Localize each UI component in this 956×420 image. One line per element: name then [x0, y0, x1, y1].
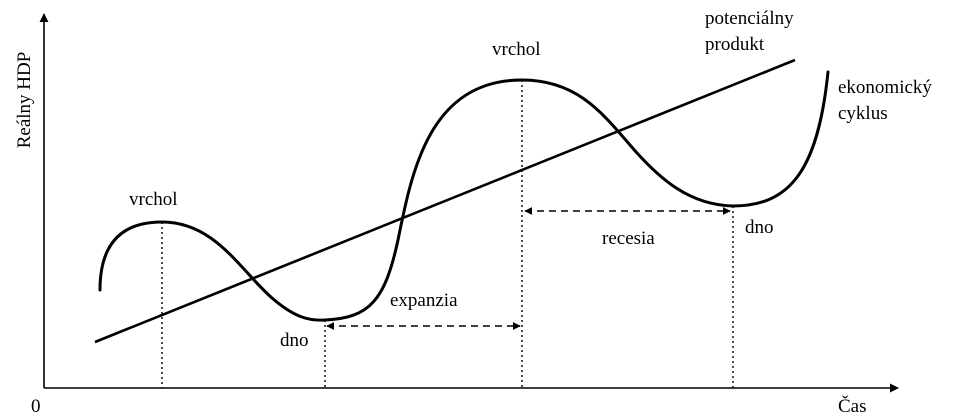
y-axis-label: Reálny HDP — [14, 52, 35, 149]
trough-left-label: dno — [280, 330, 309, 351]
trough-right-label: dno — [745, 217, 774, 238]
potential-output-label-line1: potenciálny — [705, 8, 794, 29]
business-cycle-label-line1: ekonomický — [838, 77, 932, 98]
business-cycle-curve — [98, 70, 830, 322]
peak-left-label: vrchol — [129, 189, 178, 210]
business-cycle-label-line2: cyklus — [838, 103, 888, 124]
peak-right-label: vrchol — [492, 39, 541, 60]
potential-output-label-line2: produkt — [705, 34, 765, 55]
x-axis-label: Čas — [838, 395, 867, 417]
potential-output-line — [94, 58, 796, 344]
origin-label: 0 — [31, 396, 41, 417]
expansion-label: expanzia — [390, 290, 458, 311]
recession-label: recesia — [602, 228, 655, 249]
